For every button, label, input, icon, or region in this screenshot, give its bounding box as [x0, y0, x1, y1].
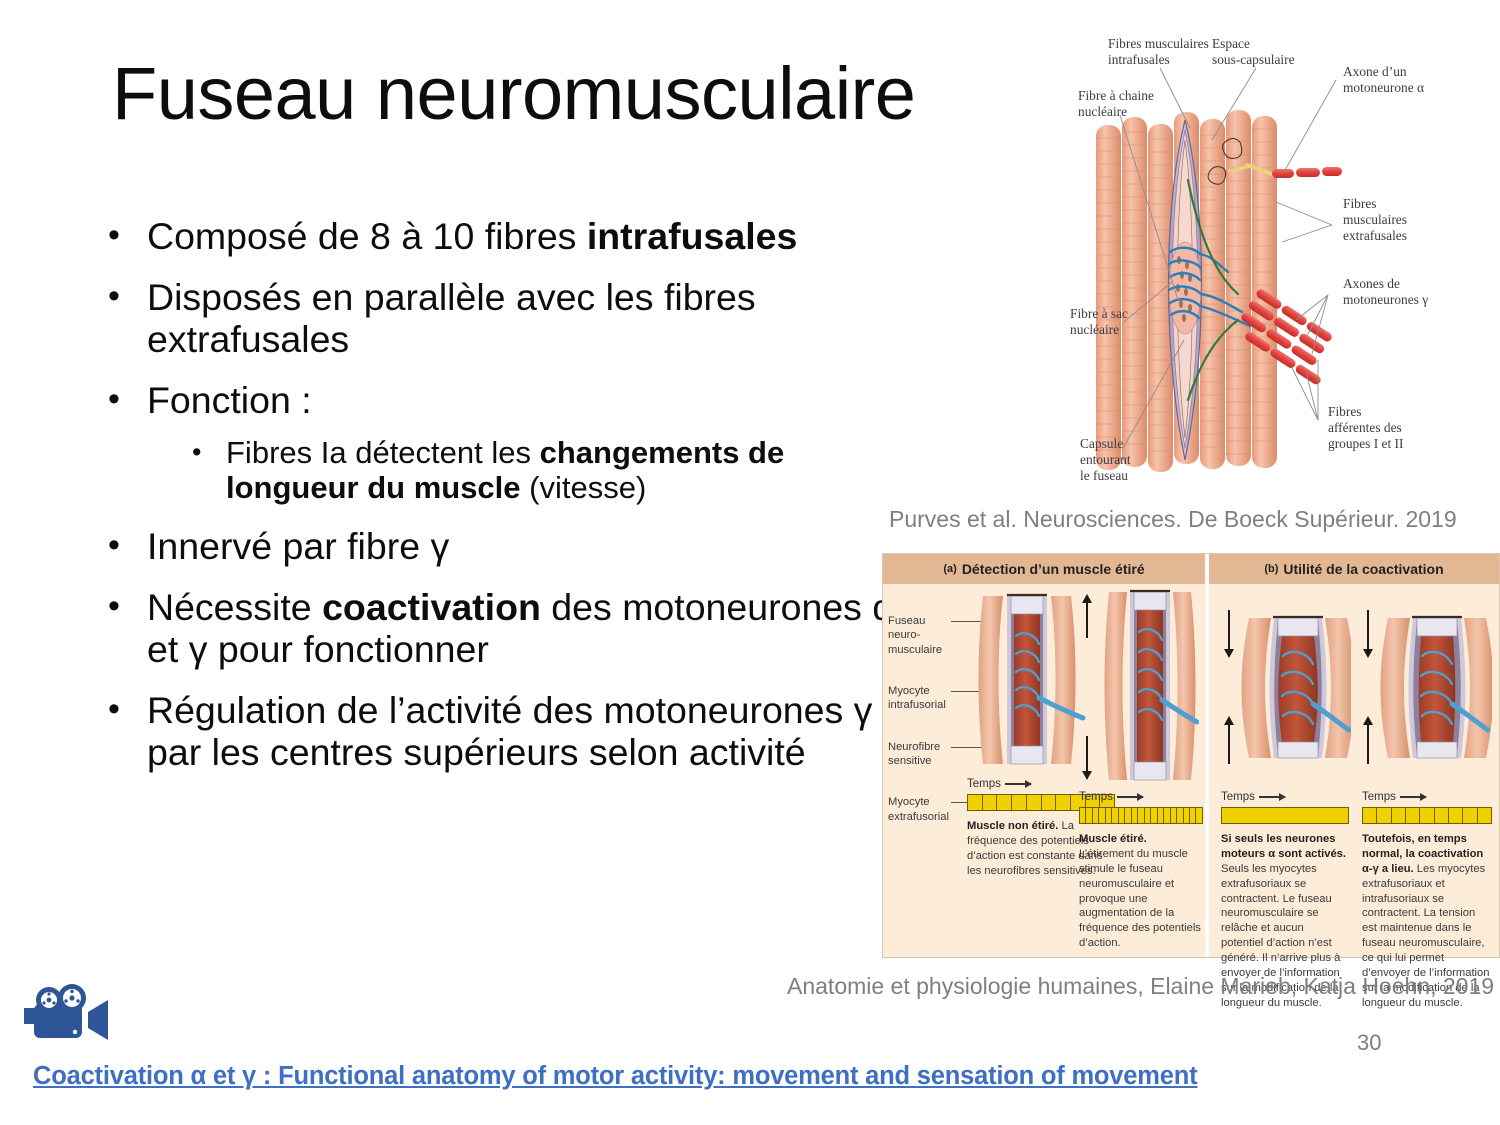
movie-camera-icon [22, 978, 124, 1046]
bullet-dot: • [108, 690, 120, 729]
bullet-text: Régulation de l’activité des motoneurone… [147, 689, 873, 774]
contract-arrows [1363, 610, 1373, 764]
bullet-item: • Composé de 8 à 10 fibres intrafusales [108, 215, 898, 257]
bullet-dot: • [108, 216, 120, 254]
svg-text:intrafusales: intrafusales [1108, 52, 1170, 67]
bullet-item: • Nécessite coactivation des motoneurones… [108, 586, 898, 670]
bullet-text: Disposés en parallèle avec les fibres ex… [147, 276, 756, 360]
svg-text:motoneurone α: motoneurone α [1343, 80, 1424, 95]
bullet-dot: • [108, 526, 120, 565]
panel-a-id: (a) [943, 563, 957, 575]
panel-b-item-2: Temps Toutefois, en temps normal, la coa… [1362, 588, 1494, 1011]
bullet-text: Fibres Ia détectent les changements de l… [226, 435, 785, 505]
svg-text:motoneurones γ: motoneurones γ [1343, 292, 1428, 307]
item-text: Les myocytes extrafusoriaux et intrafuso… [1362, 862, 1490, 1009]
footer-link[interactable]: Coactivation α et γ : Functional anatomy… [33, 1062, 1198, 1090]
bullet-item: • Fonction : [108, 379, 898, 421]
item-heading: Muscle étiré. [1079, 833, 1147, 845]
spindle-illustration-alpha-only [1224, 610, 1355, 764]
stretch-arrows [1082, 594, 1092, 780]
panel-b-title: Utilité de la coactivation [1283, 561, 1444, 577]
svg-text:nucléaire: nucléaire [1070, 322, 1119, 337]
bullet-item: • Disposés en parallèle avec les fibres e… [108, 276, 898, 360]
time-axis: Temps [967, 778, 1115, 790]
item-heading: Toutefois, en temps normal, la coactivat… [1362, 833, 1484, 875]
item-text: La fréquence des potentiels d’action est… [967, 820, 1103, 877]
nerve-bundle [1241, 289, 1332, 385]
arrow-right-icon [1004, 780, 1032, 788]
muscle-spindle-figure: Fibres musculaires intrafusales Espace s… [1060, 20, 1490, 505]
svg-text:afférentes des: afférentes des [1328, 420, 1402, 435]
item-text: L’étirement du muscle stimule le fuseau … [1079, 847, 1201, 950]
bullet-list: • Composé de 8 à 10 fibres intrafusales • D… [108, 215, 898, 792]
arrow-right-icon [1399, 793, 1427, 801]
label-espace-sous-capsulaire: Espace [1212, 36, 1250, 51]
spike-train-silent [1221, 807, 1349, 824]
svg-text:le fuseau: le fuseau [1080, 468, 1128, 483]
svg-text:extrafusales: extrafusales [1343, 228, 1407, 243]
bullet-item: • Régulation de l’activité des motoneuron… [108, 689, 898, 773]
time-axis: Temps [1079, 791, 1203, 803]
item-heading: Muscle non étiré. [967, 820, 1059, 832]
panel-a-title: Détection d’un muscle étiré [961, 561, 1145, 577]
item-text: Seuls les myocytes extrafusoriaux se con… [1221, 862, 1341, 1009]
alpha-motor-axon [1207, 137, 1342, 185]
panel-a-header: (a) Détection d’un muscle étiré [883, 554, 1205, 584]
contract-arrows [1224, 610, 1234, 764]
figure2-caption: Anatomie et physiologie humaines, Elaine… [787, 973, 1495, 999]
panel-a-item-2: Temps Muscle étiré. L’étirement du muscl… [1079, 588, 1203, 951]
bullet-text: Innervé par fibre γ [147, 525, 450, 568]
svg-text:nucléaire: nucléaire [1078, 104, 1127, 119]
spindle-illustration-stretched [1082, 589, 1200, 781]
bullet-text: Nécessite coactivation des motoneurones … [147, 586, 895, 671]
panel-divider [1205, 554, 1209, 957]
spindle-illustration-relaxed [978, 593, 1086, 765]
spike-train [967, 794, 1115, 811]
time-axis: Temps [1221, 791, 1349, 803]
svg-text:sous-capsulaire: sous-capsulaire [1212, 52, 1295, 67]
svg-text:groupes I et II: groupes I et II [1328, 436, 1403, 451]
bullet-item: • Innervé par fibre γ [108, 525, 898, 567]
arrow-right-icon [1258, 793, 1286, 801]
bullet-text: Fonction : [147, 379, 312, 421]
panel-a-item-1: Temps Muscle non étiré. La fréquence des… [967, 588, 1115, 879]
slide-number: 30 [1357, 1030, 1382, 1055]
arrow-right-icon [1116, 793, 1144, 801]
panel-b-id: (b) [1264, 563, 1279, 575]
bullet-dot: • [108, 277, 120, 315]
bullet-dot: • [192, 437, 202, 467]
label-fibres-intrafusales: Fibres musculaires [1108, 36, 1209, 51]
spike-train [1079, 807, 1203, 824]
spindle-capsule [1167, 119, 1252, 461]
label-fibre-chaine-nucleaire: Fibre à chaine [1078, 88, 1154, 103]
bullet-item-sub: • Fibres Ia détectent les changements de … [192, 435, 898, 505]
panel-b-header: (b) Utilité de la coactivation [1209, 554, 1499, 584]
time-axis: Temps [1362, 791, 1492, 803]
label-axone-motoneurone-alpha: Axone d’un [1343, 64, 1407, 79]
figure1-labels: Fibres musculaires intrafusales Espace s… [1070, 36, 1428, 483]
label-capsule-fuseau: Capsule [1080, 436, 1123, 451]
spindle-illustration-coactivation [1363, 610, 1494, 764]
svg-text:entourant: entourant [1080, 452, 1131, 467]
bullet-dot: • [108, 380, 120, 418]
label-fibres-afferentes: Fibres [1328, 404, 1361, 419]
panel-b-item-1: Temps Si seuls les neurones moteurs α so… [1221, 588, 1355, 1011]
page-title: Fuseau neuromusculaire [112, 52, 916, 135]
bullet-text: Composé de 8 à 10 fibres intrafusales [147, 215, 798, 257]
figure1-caption: Purves et al. Neurosciences. De Boeck Su… [889, 506, 1457, 532]
leader-lines [1119, 67, 1337, 451]
bullet-dot: • [108, 587, 120, 626]
item-heading: Si seuls les neurones moteurs α sont act… [1221, 833, 1347, 860]
label-axones-motoneurones-gamma: Axones de [1343, 276, 1400, 291]
label-fibres-extrafusales: Fibres [1343, 196, 1376, 211]
svg-text:musculaires: musculaires [1343, 212, 1407, 227]
coactivation-figure: (a) Détection d’un muscle étiré (b) Util… [882, 553, 1500, 1009]
spike-train [1362, 807, 1492, 824]
label-fibre-sac-nucleaire: Fibre à sac [1070, 306, 1128, 321]
